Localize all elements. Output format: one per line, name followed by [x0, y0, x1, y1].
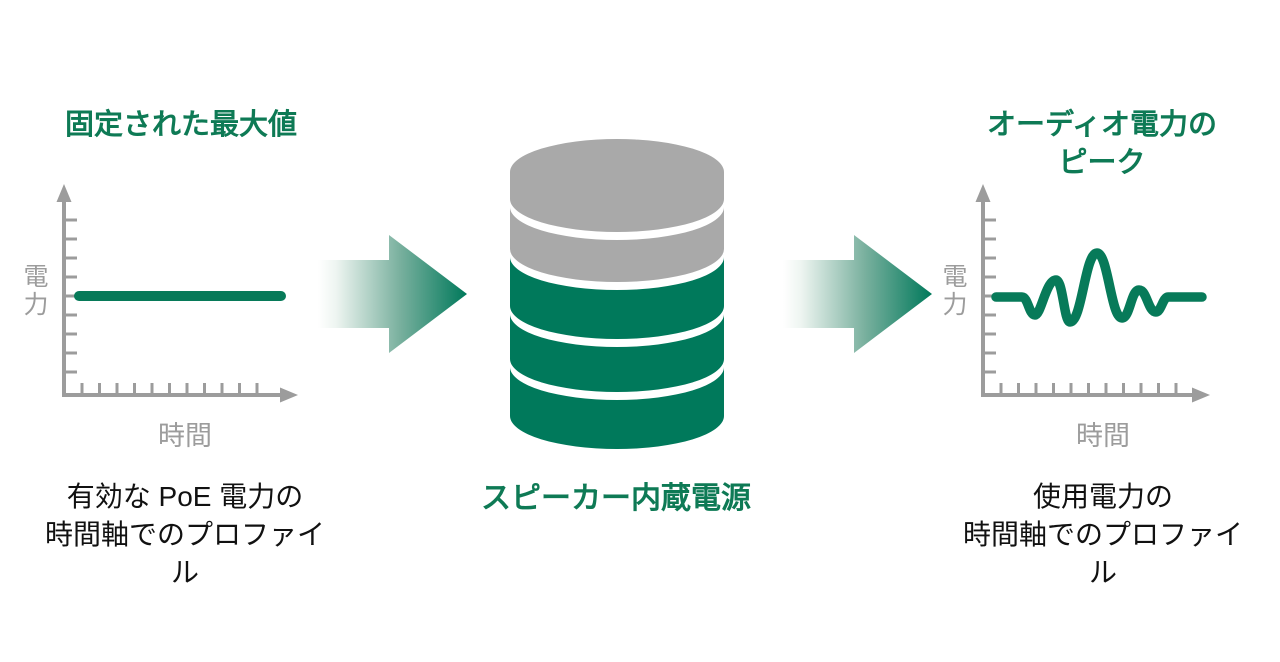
left-y-axis-label: 電力: [20, 263, 48, 319]
power-supply-caption: スピーカー内蔵電源: [481, 482, 751, 515]
right-graph-caption: 使用電力の 時間軸でのプロファイル: [962, 481, 1243, 588]
left-graph-caption: 有効な PoE 電力の 時間軸でのプロファイル: [44, 481, 325, 588]
right-x-axis-ticks: [999, 383, 1178, 395]
left-x-axis-ticks: [80, 383, 259, 395]
right-power-graph: [975, 184, 1210, 403]
audio-waveform-line: [991, 248, 1207, 327]
left-power-graph: [56, 184, 298, 403]
right-y-axis-ticks: [983, 218, 996, 374]
right-x-axis-arrowhead-icon: [1192, 387, 1210, 403]
left-y-axis-ticks: [64, 218, 77, 374]
flow-arrow-1-icon: [318, 235, 467, 353]
left-x-axis-label: 時間: [158, 421, 212, 451]
cylinder-green-band-2: [510, 314, 724, 392]
cylinder-green-band-1: [510, 257, 724, 339]
right-y-axis-arrowhead-icon: [975, 184, 991, 202]
right-x-axis-label: 時間: [1076, 421, 1130, 451]
cylinder-top-disk: [510, 139, 724, 232]
cylinder-gray-band: [510, 207, 724, 282]
flow-arrow-2-icon: [783, 235, 932, 353]
left-x-axis-arrowhead-icon: [280, 387, 298, 403]
power-supply-cylinder-icon: [510, 139, 724, 449]
left-graph-title: 固定された最大値: [64, 109, 297, 141]
right-y-axis-label: 電力: [939, 263, 967, 319]
left-y-axis-arrowhead-icon: [56, 184, 72, 202]
cylinder-green-band-3: [510, 367, 724, 449]
right-graph-title: オーディオ電力の ピーク: [987, 109, 1217, 179]
